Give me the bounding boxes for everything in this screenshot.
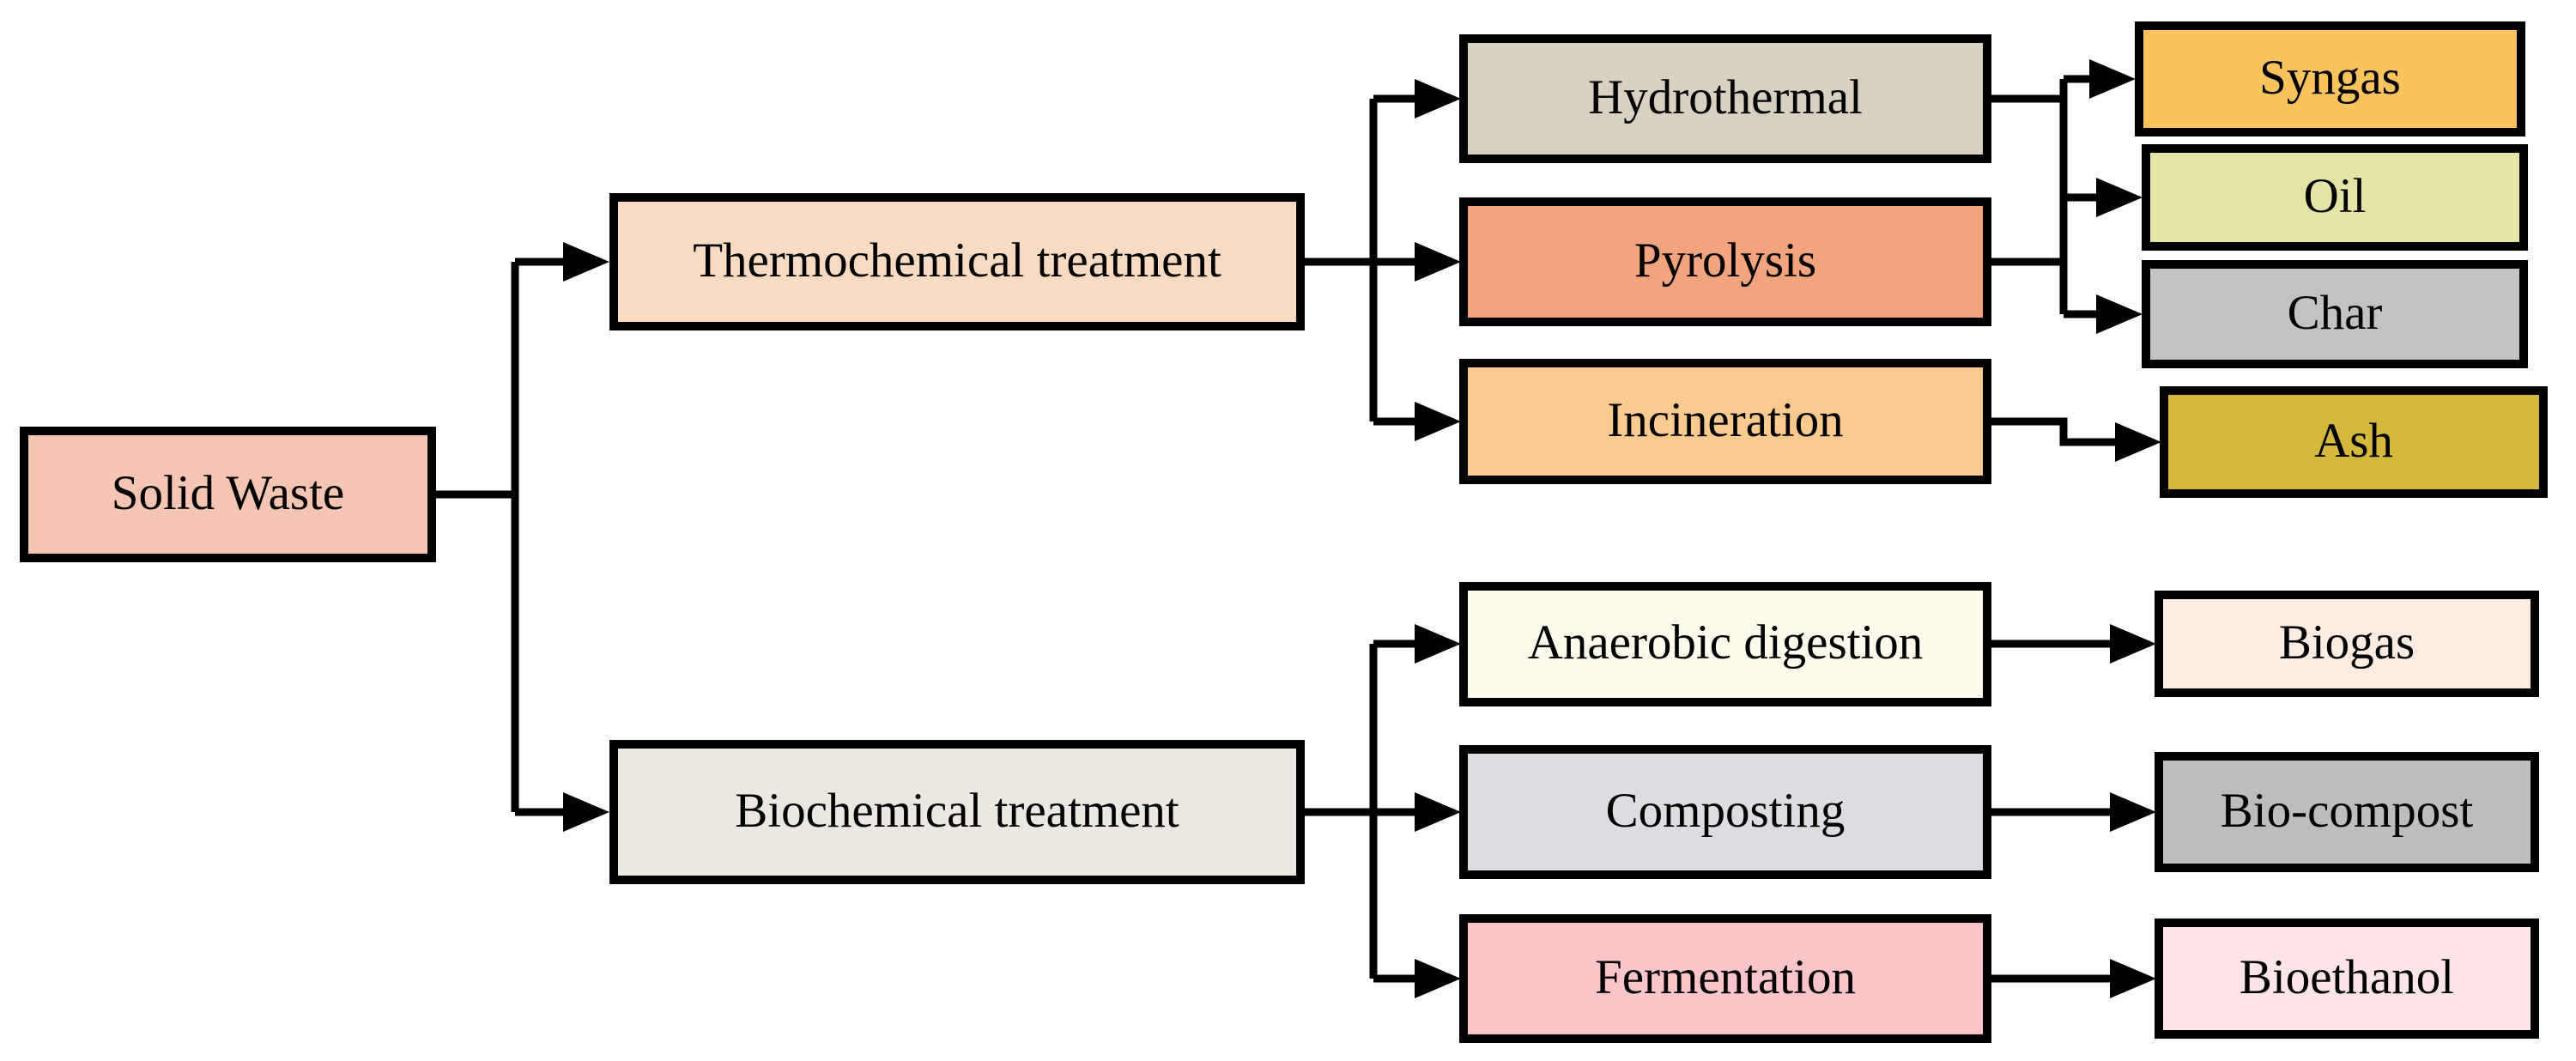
node-biochemical-treatment: Biochemical treatment — [609, 740, 1305, 884]
node-bioethanol-label: Bioethanol — [2239, 949, 2455, 1004]
node-fermentation: Fermentation — [1459, 914, 1991, 1043]
node-biogas: Biogas — [2155, 591, 2539, 697]
node-pyrolysis-label: Pyrolysis — [1633, 233, 1817, 288]
edge-pyro-hydro-products — [1991, 59, 2143, 334]
edge-composting-biocompost — [1991, 792, 2156, 832]
edge-biochemical-branch — [1303, 624, 1461, 998]
node-hydrothermal-label: Hydrothermal — [1588, 70, 1863, 124]
node-fermentation-label: Fermentation — [1595, 949, 1856, 1004]
node-oil: Oil — [2142, 144, 2528, 251]
edge-solid-waste-fork — [434, 242, 609, 832]
node-ash: Ash — [2160, 386, 2548, 498]
node-solid-waste: Solid Waste — [20, 427, 436, 562]
edge-fermentation-bioethanol — [1991, 959, 2156, 998]
node-biogas-label: Biogas — [2278, 615, 2415, 670]
node-syngas: Syngas — [2135, 21, 2525, 136]
node-hydrothermal: Hydrothermal — [1459, 34, 1991, 163]
node-composting: Composting — [1459, 745, 1991, 879]
node-anaerobic-digestion-label: Anaerobic digestion — [1527, 615, 1924, 670]
edge-anaerobic-biogas — [1991, 624, 2156, 664]
node-thermochemical-treatment: Thermochemical treatment — [609, 193, 1305, 330]
node-oil-label: Oil — [2303, 168, 2367, 223]
edge-thermochemical-branch — [1303, 79, 1461, 441]
node-bio-compost: Bio-compost — [2155, 752, 2539, 872]
node-incineration-label: Incineration — [1607, 392, 1844, 447]
node-pyrolysis: Pyrolysis — [1459, 197, 1991, 326]
node-ash-label: Ash — [2314, 413, 2393, 468]
node-char-label: Char — [2287, 285, 2383, 340]
node-thermochemical-treatment-label: Thermochemical treatment — [693, 233, 1221, 288]
node-composting-label: Composting — [1605, 783, 1846, 838]
node-anaerobic-digestion: Anaerobic digestion — [1459, 582, 1991, 706]
node-incineration: Incineration — [1459, 359, 1991, 484]
node-syngas-label: Syngas — [2259, 50, 2401, 105]
node-solid-waste-label: Solid Waste — [111, 465, 345, 520]
edge-incineration-ash — [1991, 417, 2161, 462]
node-bio-compost-label: Bio-compost — [2220, 783, 2474, 838]
node-biochemical-treatment-label: Biochemical treatment — [735, 783, 1179, 838]
node-bioethanol: Bioethanol — [2155, 919, 2539, 1039]
node-char: Char — [2142, 260, 2528, 368]
